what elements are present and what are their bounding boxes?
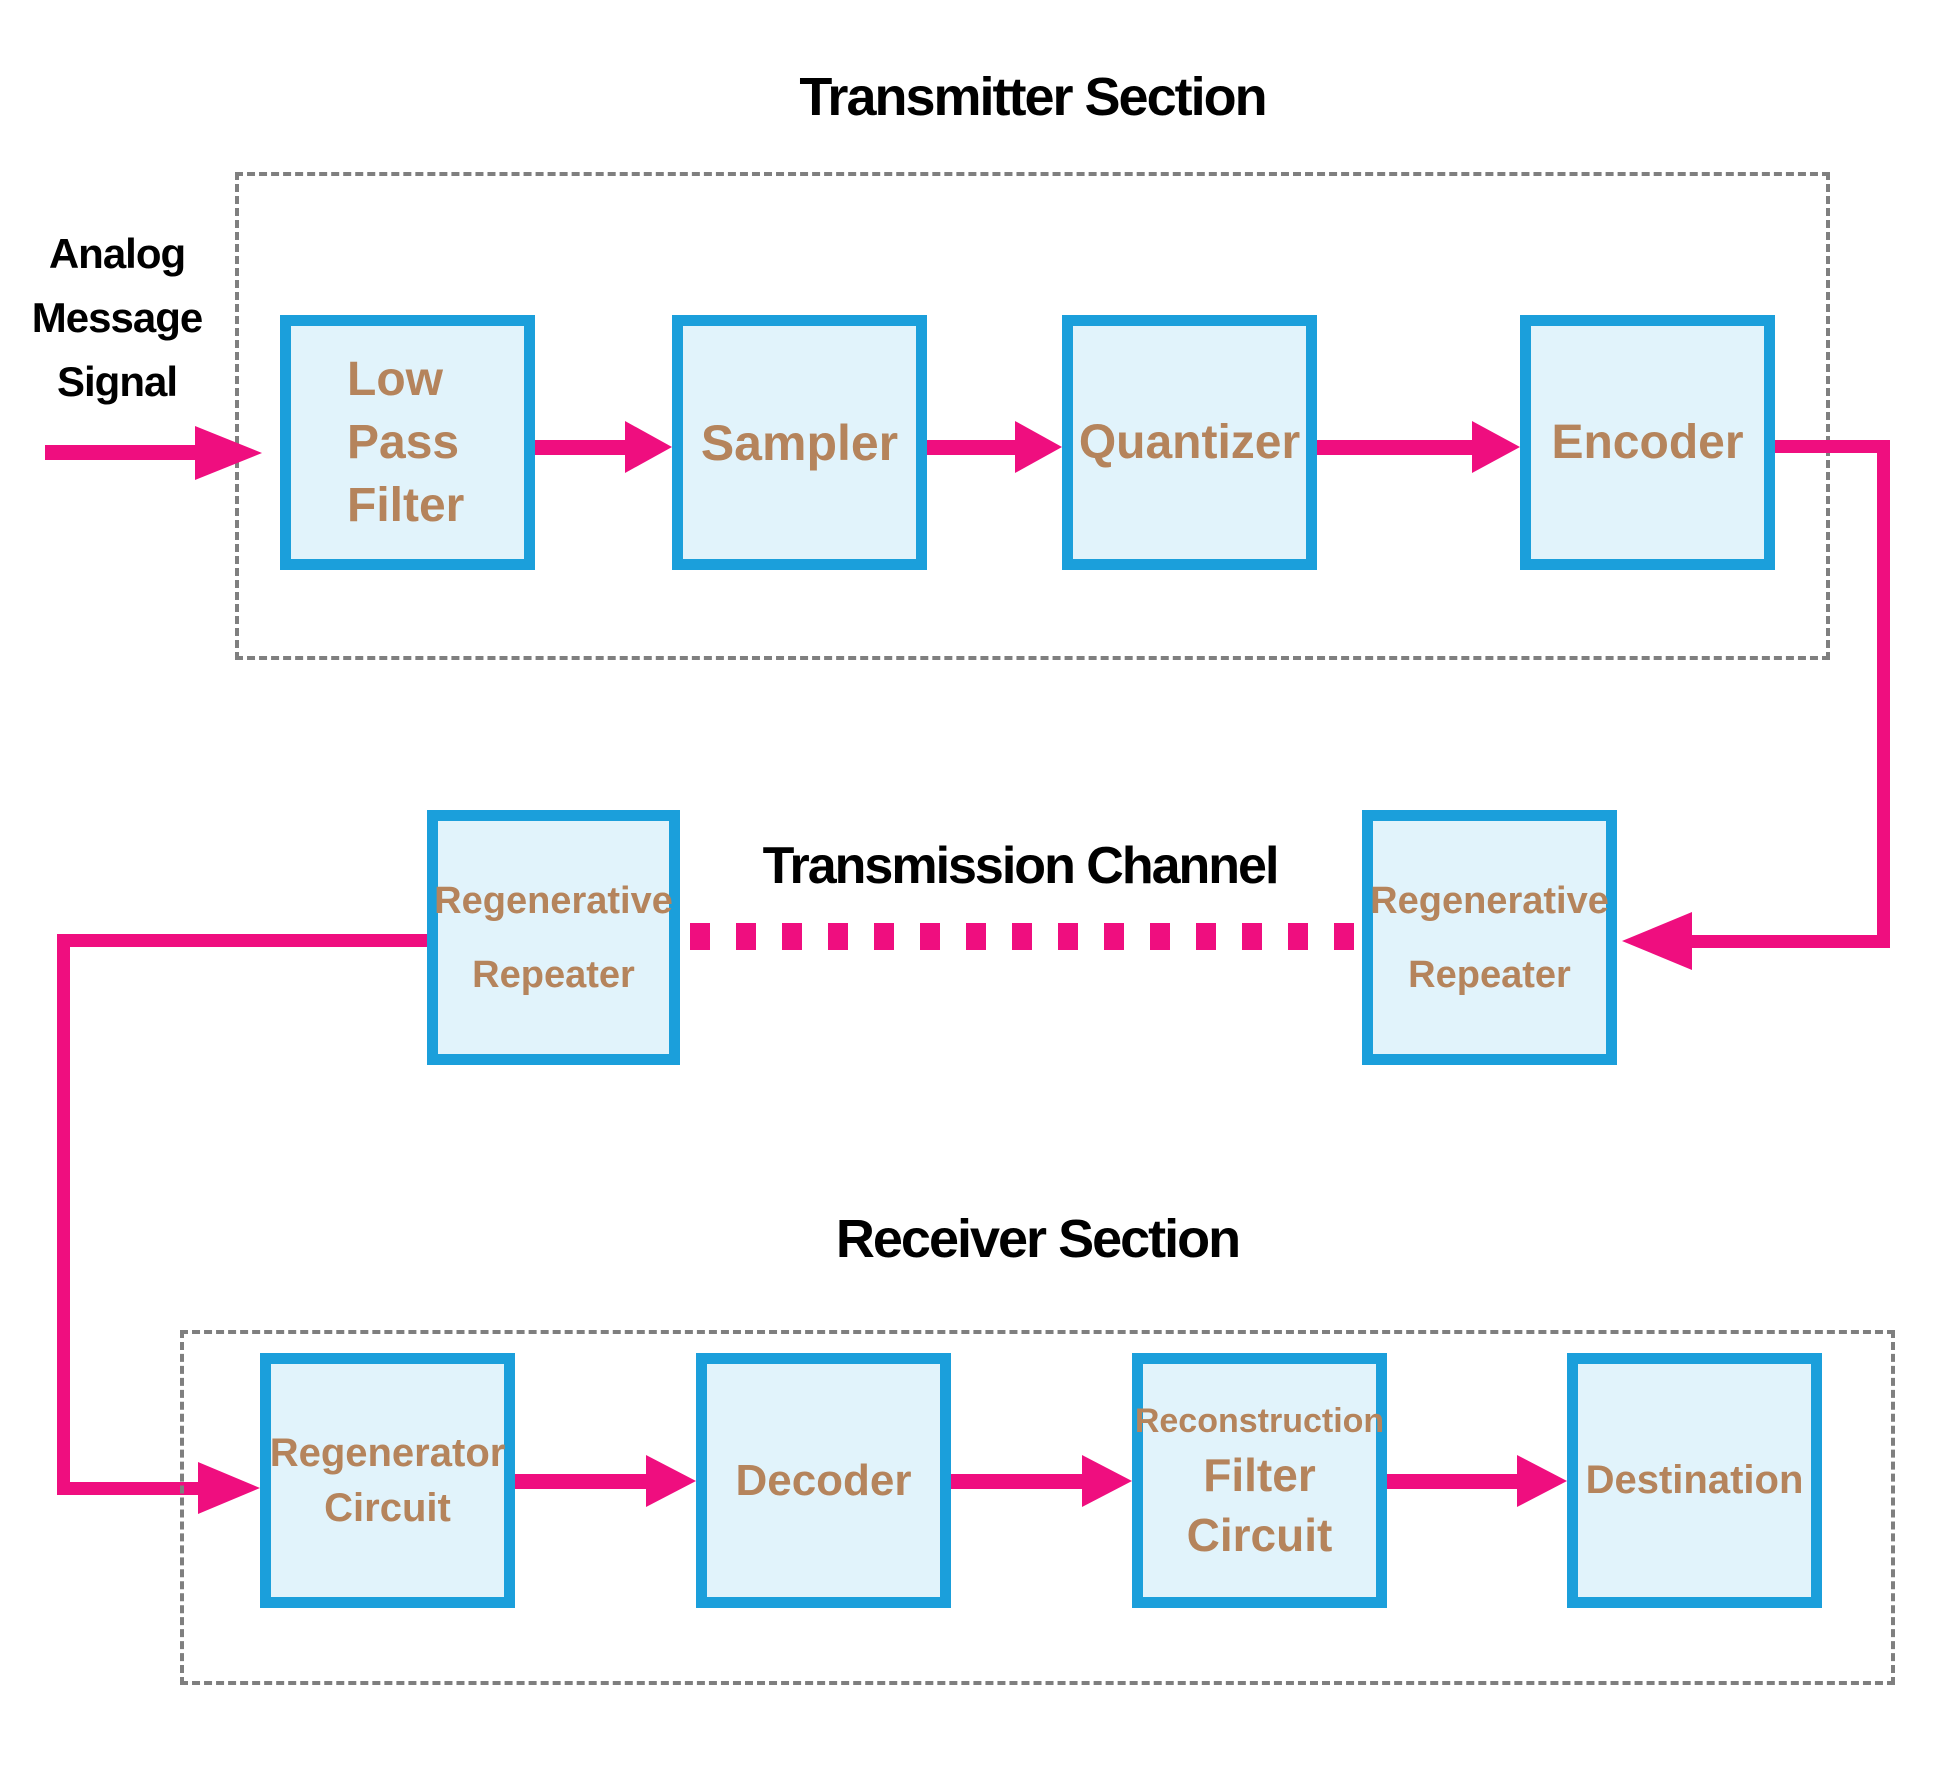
transmission-channel-dashed-line <box>690 923 1356 950</box>
low-pass-filter-box: Low Pass Filter <box>280 315 535 570</box>
box-label-line: Regenerative <box>1370 879 1609 922</box>
arrow-head-icon <box>1082 1455 1132 1507</box>
connector-segment <box>57 934 70 1495</box>
box-label-line: Circuit <box>324 1485 451 1530</box>
regenerator-circuit-box: Regenerator Circuit <box>260 1353 515 1608</box>
box-label-line: Low <box>347 353 443 406</box>
arrow-shaft <box>927 440 1015 455</box>
connector-segment <box>70 1482 198 1495</box>
arrow-shaft <box>45 445 195 460</box>
connector-segment <box>1692 935 1890 948</box>
arrow-head-icon <box>195 426 262 480</box>
box-label-line: Filter <box>347 479 465 532</box>
transmitter-section-boundary <box>235 172 1830 660</box>
sampler-box: Sampler <box>672 315 927 570</box>
receiver-section-boundary <box>180 1330 1895 1685</box>
connector-segment <box>70 934 427 947</box>
box-label-line: Circuit <box>1186 1508 1333 1561</box>
receiver-section-title: Receiver Section <box>835 1209 1241 1269</box>
connector-segment <box>1877 440 1890 948</box>
box-label-line: Decoder <box>735 1455 912 1505</box>
destination-box: Destination <box>1567 1353 1822 1608</box>
box-label-line: Reconstruction <box>1134 1401 1385 1440</box>
box-label-line: Quantizer <box>1078 416 1301 469</box>
reconstruction-filter-circuit-box: Reconstruction Filter Circuit <box>1132 1353 1387 1608</box>
arrow-shaft <box>535 440 625 455</box>
arrow-head-icon <box>646 1455 696 1507</box>
connector-segment <box>1775 440 1890 453</box>
decoder-box: Decoder <box>696 1353 951 1608</box>
arrow-shaft <box>951 1474 1082 1489</box>
box-label-line: Filter <box>1203 1448 1316 1501</box>
box-label-line: Regenerative <box>434 879 673 922</box>
encoder-box: Encoder <box>1520 315 1775 570</box>
box-label-line: Destination <box>1585 1458 1804 1502</box>
box-label-line: Pass <box>347 416 460 469</box>
box-label-line: Sampler <box>700 414 899 471</box>
quantizer-box: Quantizer <box>1062 315 1317 570</box>
arrow-shaft <box>1387 1474 1517 1489</box>
transmission-channel-title: Transmission Channel <box>762 837 1280 895</box>
arrow-head-icon <box>1622 912 1692 970</box>
input-label-line: Message <box>31 294 203 341</box>
box-label-line: Repeater <box>472 953 635 996</box>
arrow-head-icon <box>625 421 672 473</box>
input-label-line: Analog <box>48 230 186 277</box>
analog-message-signal-label: Analog Message Signal <box>12 222 222 414</box>
transmitter-section-title: Transmitter Section <box>799 67 1267 127</box>
arrow-shaft <box>1317 440 1472 455</box>
arrow-head-icon <box>1015 421 1062 473</box>
arrow-head-icon <box>1472 421 1520 473</box>
regenerative-repeater-right-box: Regenerative Repeater <box>1362 810 1617 1065</box>
arrow-head-icon <box>198 1462 260 1514</box>
arrow-shaft <box>515 1474 646 1489</box>
arrow-head-icon <box>1517 1455 1567 1507</box>
input-label-line: Signal <box>56 358 178 405</box>
box-label-line: Encoder <box>1551 416 1744 469</box>
regenerative-repeater-left-box: Regenerative Repeater <box>427 810 680 1065</box>
box-label-line: Regenerator <box>269 1430 506 1475</box>
box-label-line: Repeater <box>1408 953 1571 996</box>
